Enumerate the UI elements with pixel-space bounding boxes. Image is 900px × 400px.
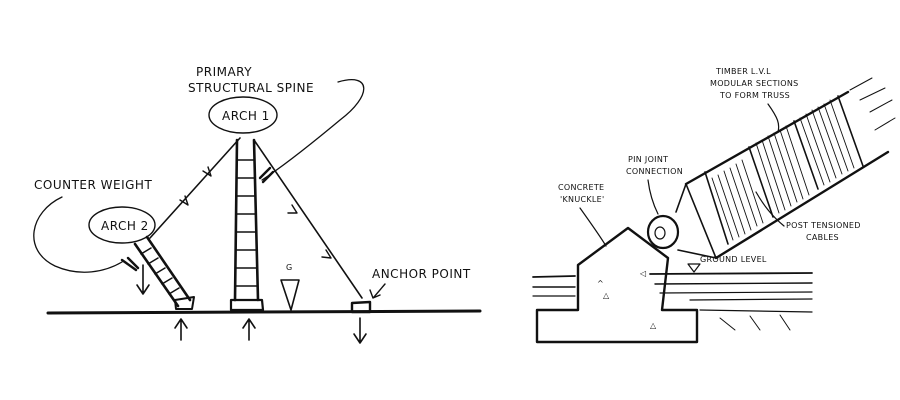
primary-label-line1: PRIMARY	[196, 65, 252, 79]
cable-arch2-to-arch1	[149, 137, 241, 239]
svg-text:◁: ◁	[639, 269, 646, 278]
post-label-line2: CABLES	[806, 233, 839, 242]
arch1-bubble	[208, 96, 278, 134]
ground-level-marker	[687, 263, 701, 273]
g-marker: G	[280, 263, 300, 311]
svg-text:△: △	[603, 291, 610, 300]
anchor-block	[350, 300, 372, 314]
counterweight-label: COUNTER WEIGHT	[34, 178, 152, 192]
pin-label-line1: PIN JOINT	[628, 155, 668, 164]
force-arrows	[120, 166, 367, 344]
cable-arch1-to-anchor	[253, 139, 363, 299]
post-leader	[755, 191, 785, 227]
arch2-ladder	[133, 235, 195, 310]
post-label-line1: POST TENSIONED	[786, 221, 861, 230]
pin-joint	[646, 214, 680, 250]
pin-leader	[647, 179, 659, 215]
left-sketch: G PRIMARY STRUCTURAL SPINE ARCH 1 COUNTE…	[33, 65, 482, 344]
arch2-bubble	[88, 206, 156, 244]
timber-label-line3: TO FORM TRUSS	[719, 91, 790, 100]
concrete-label-line1: CONCRETE	[558, 183, 604, 192]
ground-strata	[532, 272, 813, 331]
pin-label-line2: CONNECTION	[626, 167, 683, 176]
concrete-marks: ^ △ ◁ △	[597, 269, 657, 330]
timber-label-line1: TIMBER L.V.L	[715, 67, 771, 76]
arch1-label: ARCH 1	[222, 109, 270, 123]
svg-text:^: ^	[597, 279, 604, 288]
timber-leader	[767, 103, 780, 133]
arch1-ladder	[229, 138, 265, 312]
counterweight-leader	[33, 196, 123, 273]
concrete-label-line2: 'KNUCKLE'	[560, 195, 605, 204]
g-label: G	[286, 263, 293, 272]
right-sketch: ^ △ ◁ △ TIMBER L.V.L MODULAR SECTIONS TO…	[532, 67, 896, 344]
primary-leader	[261, 79, 365, 181]
arch2-label: ARCH 2	[101, 219, 149, 233]
ground-label: GROUND LEVEL	[700, 255, 767, 264]
ground-line	[46, 309, 482, 315]
primary-label-line2: STRUCTURAL SPINE	[188, 81, 314, 95]
anchor-label: ANCHOR POINT	[372, 267, 471, 281]
timber-truss	[675, 77, 896, 260]
svg-text:△: △	[650, 321, 657, 330]
timber-label-line2: MODULAR SECTIONS	[710, 79, 799, 88]
concrete-leader	[579, 207, 607, 247]
anchor-leader	[369, 283, 386, 299]
concrete-knuckle	[535, 226, 699, 344]
